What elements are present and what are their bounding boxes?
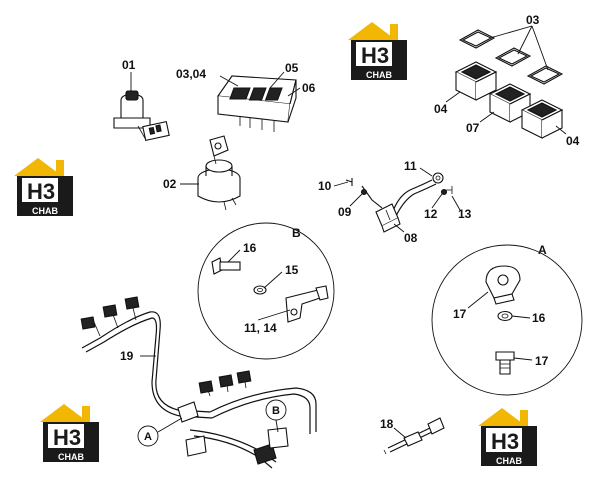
leader-12 [431,193,443,209]
leader-1114 [257,309,291,321]
label-07: 07 [466,121,480,135]
label-16a: 16 [532,311,546,325]
leader-11 [419,167,433,177]
label-13: 13 [458,207,472,221]
label-17a: 17 [453,307,467,321]
logo-big-text: H3 [53,425,81,450]
part-18-probe [383,417,445,455]
part-07-switch-body [488,83,532,123]
leader-15 [263,271,283,289]
leader-17b [513,357,533,361]
leader-17a [467,291,489,309]
label-detail-a: A [538,243,547,257]
label-16b: 16 [243,241,257,255]
leader-13 [451,195,461,211]
part-04-switch-body-a [454,61,498,101]
label-01: 01 [122,58,136,72]
part-05-06-switch-panel [217,75,297,132]
leader-04a [445,91,461,103]
leader-08 [393,223,405,233]
label-18: 18 [380,417,394,431]
leader-10 [333,181,349,187]
label-08: 08 [404,231,418,245]
label-detail-b: B [292,226,301,240]
part-02-ignition-switch [197,135,241,211]
label-04b: 04 [566,134,580,148]
label-12: 12 [424,207,438,221]
label-06: 06 [302,81,316,95]
part-01-rotary-switch [113,90,170,141]
label-02: 02 [163,177,177,191]
label-04a: 04 [434,102,448,116]
label-0304: 03,04 [176,67,206,81]
label-17b: 17 [535,354,549,368]
logo-small-text: CHAB [32,206,58,216]
logo-small-text: CHAB [58,452,84,462]
part-19-wiring-harness [80,296,317,469]
logo-small-text: CHAB [496,456,522,466]
logo-big-text: H3 [361,43,389,68]
leader-03-b [517,25,533,55]
part-04-switch-body-b [520,99,564,139]
logo-big-text: H3 [27,179,55,204]
logo-bottom-left: H3 CHAB [40,404,99,462]
leader-03-a [489,25,533,39]
logo-big-text: H3 [491,429,519,454]
label-19: 19 [120,349,134,363]
leader-07 [479,111,495,123]
leader-16b [227,249,241,263]
detail-a-circle [431,244,583,396]
leader-18 [393,427,407,439]
label-05: 05 [285,61,299,75]
leader-03-c [531,25,549,71]
label-11: 11 [404,159,417,173]
callout-b: B [265,399,287,433]
callout-b-text: B [272,405,280,417]
logo-top-center: H3 CHAB [348,22,407,80]
leader-09 [349,193,363,207]
logo-small-text: CHAB [366,70,392,80]
callout-a: A [137,417,183,447]
logo-left: H3 CHAB [14,158,73,216]
leader-04b [555,125,567,135]
part-03-covers [458,29,564,85]
label-09: 09 [338,205,352,219]
label-03: 03 [526,13,540,27]
detail-b-circle [197,222,335,360]
label-15: 15 [285,263,299,277]
leader-06 [287,87,301,97]
leader-05 [269,71,285,89]
callout-a-text: A [144,431,152,443]
leader-16a [511,315,531,319]
leader-0304 [219,75,239,87]
part-08-sensor-assembly [345,172,453,233]
label-10: 10 [318,179,332,193]
label-1114: 11, 14 [244,321,277,335]
logo-bottom-right: H3 CHAB [478,408,537,466]
